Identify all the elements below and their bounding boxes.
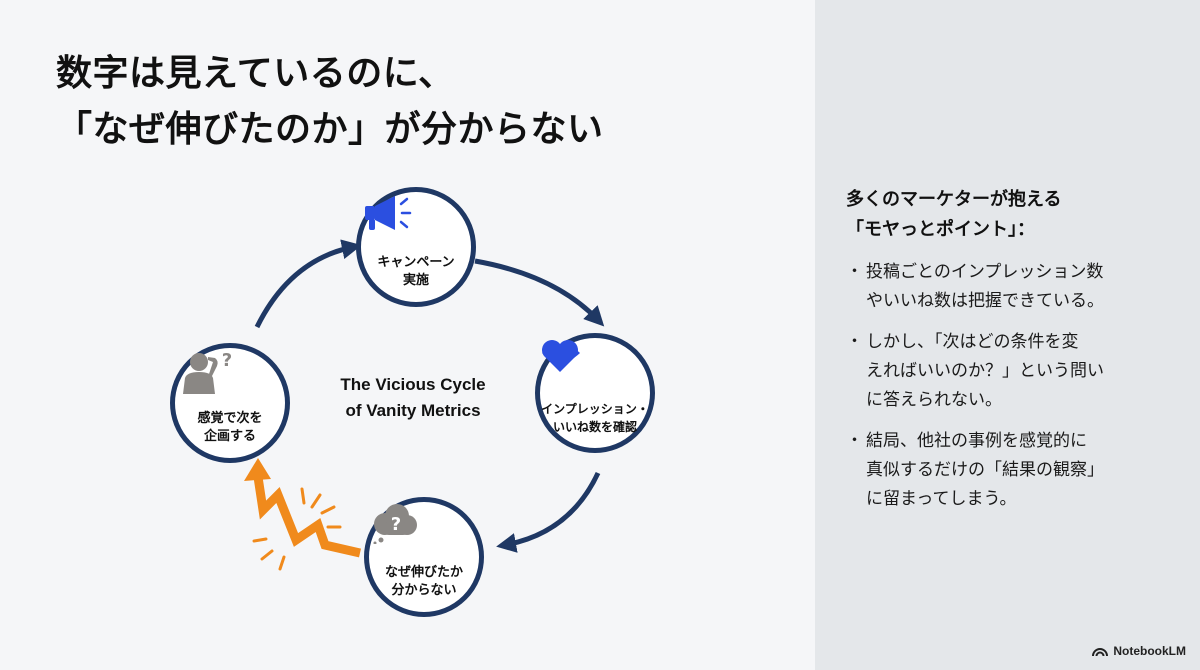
node-metrics-label: インプレッション・ いいね数を確認 <box>541 402 649 434</box>
side-panel <box>815 0 1200 670</box>
bullet-mark: ・ <box>846 431 863 451</box>
list-item: ・ 投稿ごとのインプレッション数 やいいね数は把握できている。 <box>846 258 1176 316</box>
confused-person-icon: ? <box>183 350 232 394</box>
node-intuition: ? 感覚で次を 企画する <box>170 343 290 463</box>
arrow-campaign-to-metrics <box>474 258 605 327</box>
page-title: 数字は見えているのに、 「なぜ伸びたのか」が分からない <box>56 46 604 158</box>
bullet-text: 結局、他社の事例を感覚的に 真似するだけの「結果の観察」 に留まってしまう。 <box>866 431 1104 509</box>
node-campaign: キャンペーン 実施 <box>356 187 476 307</box>
cycle-arrows <box>244 239 605 571</box>
node-unknown: ? なぜ伸びたか 分からない <box>364 497 484 617</box>
cycle-center-title-line-2: of Vanity Metrics <box>345 401 481 420</box>
brand-name: NotebookLM <box>1113 644 1186 658</box>
bullet-text: 投稿ごとのインプレッション数 やいいね数は把握できている。 <box>866 262 1104 311</box>
panel-heading: 多くのマーケターが抱える 「モヤっとポイント」： <box>846 185 1061 245</box>
heart-icon <box>542 340 578 372</box>
svg-text:?: ? <box>222 350 232 371</box>
node-intuition-label: 感覚で次を 企画する <box>197 411 263 444</box>
bullet-mark: ・ <box>846 332 863 352</box>
node-campaign-label: キャンペーン 実施 <box>377 255 455 288</box>
notebooklm-watermark: NotebookLM <box>1092 644 1186 658</box>
page-title-line-2: 「なぜ伸びたのか」が分からない <box>56 109 604 150</box>
node-unknown-label: なぜ伸びたか 分からない <box>384 565 463 598</box>
panel-heading-line-2: 「モヤっとポイント」： <box>846 219 1035 240</box>
node-metrics: インプレッション・ いいね数を確認 <box>535 333 655 453</box>
broken-arrow-unknown-to-plan <box>244 458 362 571</box>
bullet-text: しかし、「次はどの条件を変 えればいいのか？」という問い に答えられない。 <box>866 332 1104 410</box>
arrow-metrics-to-unknown <box>496 471 601 553</box>
notebooklm-logo-icon <box>1092 648 1109 657</box>
vicious-cycle-diagram: キャンペーン 実施 インプレッション・ いいね数を確認 <box>160 175 680 645</box>
bullet-mark: ・ <box>846 262 863 282</box>
cycle-center-title-line-1: The Vicious Cycle <box>340 375 486 394</box>
page-title-line-1: 数字は見えているのに、 <box>56 53 455 94</box>
cycle-center-title: The Vicious Cycle of Vanity Metrics <box>328 372 498 424</box>
megaphone-icon <box>365 196 412 230</box>
svg-text:?: ? <box>391 514 401 535</box>
pain-point-list: ・ 投稿ごとのインプレッション数 やいいね数は把握できている。 ・ しかし、「次… <box>846 258 1176 526</box>
arrow-plan-to-campaign <box>254 239 362 329</box>
list-item: ・ しかし、「次はどの条件を変 えればいいのか？」という問い に答えられない。 <box>846 328 1176 415</box>
panel-heading-line-1: 多くのマーケターが抱える <box>846 189 1062 210</box>
list-item: ・ 結局、他社の事例を感覚的に 真似するだけの「結果の観察」 に留まってしまう。 <box>846 427 1176 514</box>
question-cloud-icon: ? <box>373 504 417 544</box>
